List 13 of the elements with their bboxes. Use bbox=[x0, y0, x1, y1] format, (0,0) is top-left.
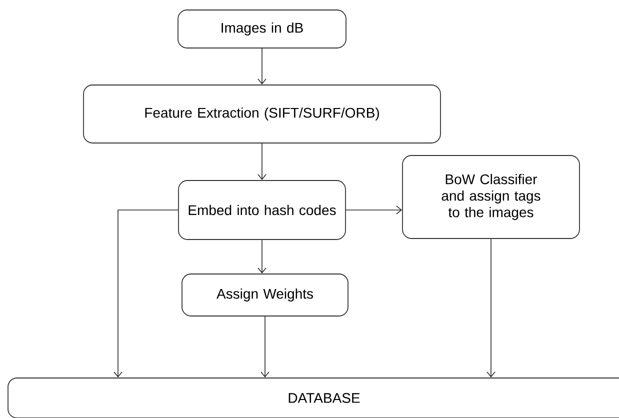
process-box: Images in dB bbox=[178, 10, 346, 48]
process-box: Feature Extraction (SIFT/SURF/ORB) bbox=[83, 84, 441, 144]
process-box: BoW Classifier and assign tags to the images bbox=[402, 155, 580, 239]
arrow bbox=[258, 240, 266, 274]
arrow bbox=[258, 143, 266, 180]
process-box: Embed into hash codes bbox=[178, 180, 346, 240]
process-box: Assign Weights bbox=[182, 274, 348, 316]
process-box: DATABASE bbox=[8, 378, 619, 418]
arrow bbox=[260, 316, 270, 378]
arrow bbox=[346, 206, 402, 214]
arrow bbox=[114, 210, 178, 378]
arrow bbox=[486, 238, 496, 378]
arrow bbox=[258, 48, 266, 85]
